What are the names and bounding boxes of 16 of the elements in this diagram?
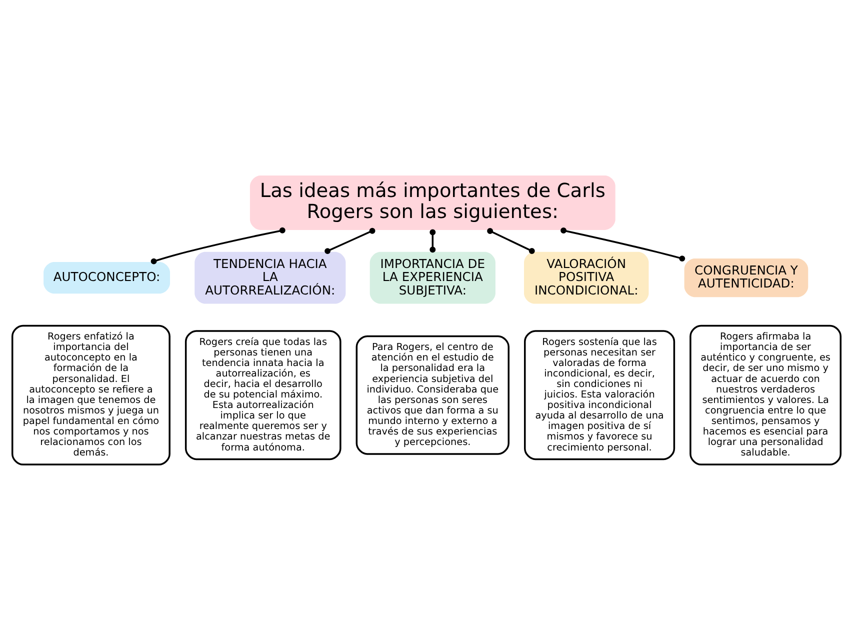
node-box: CONGRUENCIA Y AUTENTICIDAD: xyxy=(684,258,808,298)
connector xyxy=(150,227,286,264)
connector xyxy=(487,228,535,254)
node-box: Rogers afirmaba la importancia de ser auténtico y congruente, es decir, de ser uno mismo y actuar de acuerdo con nuestros verdaderos sentimientos y valores. La congruencia entre lo que sentimos, pensamos y hacemos es esencial para lograr una personalidad saludable. xyxy=(690,324,842,466)
connector xyxy=(324,228,376,254)
node-box: TENDENCIA HACIA LA AUTORREALIZACIÓN: xyxy=(194,252,346,304)
node-box: IMPORTANCIA DE LA EXPERIENCIA SUBJETIVA: xyxy=(370,252,496,304)
node-box: Para Rogers, el centro de atención en el estudio de la personalidad era la experiencia subjetiva del individuo. Consideraba que las personas son seres activos que dan forma a su mundo interno y externo a través de sus experiencias y percepciones. xyxy=(356,335,510,455)
node-box: VALORACIÓN POSITIVA INCONDICIONAL: xyxy=(524,252,649,304)
node-box: Rogers creía que todas las personas tienen una tendencia innata hacia la autorrealización, es decir, hacia el desarrollo de su potencial máximo. Esta autorrealización implica ser lo que realmente queremos ser y alcanzar nuestras metas de forma autónoma. xyxy=(184,330,342,460)
connector xyxy=(560,227,686,262)
node-box: Rogers sostenía que las personas necesitan ser valoradas de forma incondicional, es decir, sin condiciones ni juicios. Esta valoración positiva incondicional ayuda al desarrollo de una imagen positiva de sí mismos y favorece su crecimiento personal. xyxy=(524,330,676,460)
node-box: Rogers enfatizó la importancia del autoconcepto en la formación de la personalidad. El autoconcepto se refiere a la imagen que tenemos de nosotros mismos y juega un papel fundamental en cómo nos comportamos y nos relacionamos con los demás. xyxy=(11,324,170,466)
node-box: Las ideas más importantes de Carls Rogers son las siguientes: xyxy=(250,176,616,230)
node-box: AUTOCONCEPTO: xyxy=(44,262,170,294)
connector xyxy=(430,229,436,253)
